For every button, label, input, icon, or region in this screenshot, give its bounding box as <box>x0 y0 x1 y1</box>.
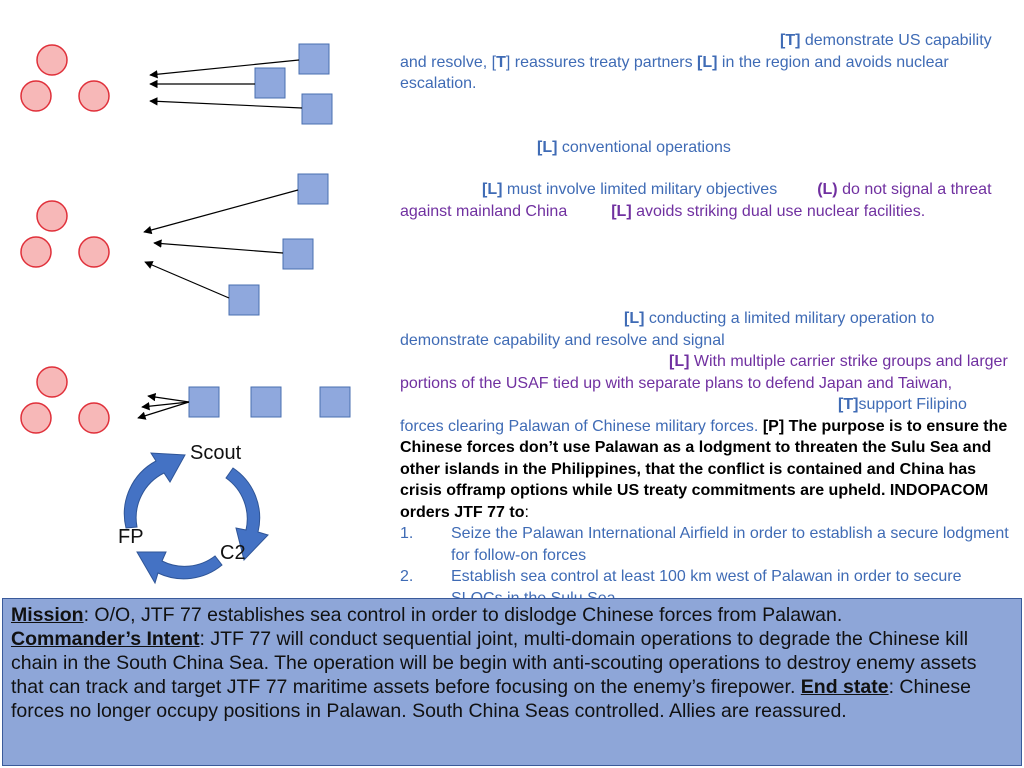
mission-text: : O/O, JTF 77 establishes sea control in… <box>83 604 843 626</box>
purpose-text: [P] The purpose is to ensure the Chinese… <box>400 417 1008 521</box>
cycle-arrow-bottom <box>136 551 223 585</box>
text-span: With multiple carrier strike groups and … <box>400 353 1008 392</box>
friendly-group-3 <box>188 386 351 418</box>
enemy-group-2 <box>20 200 110 268</box>
friendly-unit <box>282 238 314 270</box>
friendly-unit <box>254 67 286 99</box>
text-block-3: [L] must involve limited military object… <box>400 179 1012 222</box>
friendly-unit <box>228 284 260 316</box>
task-list: 1. Seize the Palawan International Airfie… <box>400 523 1012 598</box>
enemy-unit <box>20 402 52 434</box>
enemy-unit <box>20 236 52 268</box>
text-span: in the region and avoids nuclear escalat… <box>400 53 949 93</box>
kill-chain-cycle <box>123 452 269 585</box>
text-block-2: [L] conventional operations <box>400 137 1012 159</box>
tag-l: [L] <box>624 310 645 327</box>
arrows-group-1 <box>149 59 303 109</box>
text-span: demonstrate US capability and resolve, [ <box>400 32 992 71</box>
enemy-group-3 <box>20 366 110 434</box>
text-span: must involve limited military objectives <box>502 181 778 198</box>
friendly-unit <box>319 386 351 418</box>
end-state-text: : Chinese forces no longer occupy positi… <box>11 676 971 722</box>
force-diagram <box>20 43 351 585</box>
enemy-unit <box>78 80 110 112</box>
tag-l: [L] <box>482 181 503 198</box>
friendly-group-2 <box>228 173 329 316</box>
list-text: Establish sea control at least 100 km we… <box>451 568 962 598</box>
text-span: conventional operations <box>557 139 731 156</box>
tag-l: [L] <box>669 353 690 370</box>
mission-label: Mission <box>11 604 84 626</box>
enemy-group-1 <box>20 44 110 112</box>
cycle-label-c2: C2 <box>220 542 246 564</box>
tag-t: [T] <box>838 396 859 413</box>
text-block-4: [L] conducting a limited military operat… <box>400 308 1012 598</box>
friendly-unit <box>297 173 329 205</box>
list-number: 2. <box>400 568 414 585</box>
cycle-label-scout: Scout <box>190 442 242 464</box>
friendly-unit <box>250 386 282 418</box>
tag-l: [L] <box>697 53 718 71</box>
text-span: avoids striking dual use nuclear facilit… <box>631 202 926 220</box>
enemy-unit <box>20 80 52 112</box>
intent-text: : JTF 77 will conduct sequential joint, … <box>11 628 977 698</box>
tag-l: [L] <box>611 202 632 220</box>
text-span: support Filipino forces clearing Palawan… <box>400 396 967 435</box>
list-item: 2. Establish sea control at least 100 km … <box>400 566 1012 598</box>
friendly-unit <box>188 386 220 418</box>
text-span: do not signal a threat against mainland … <box>400 181 992 220</box>
list-item: 1. Seize the Palawan International Airfie… <box>400 523 1012 566</box>
text-span: ] reassures treaty partners <box>505 53 698 71</box>
text-span: : <box>524 503 529 521</box>
tag-l: (L) <box>817 181 838 198</box>
enemy-unit <box>36 44 68 76</box>
text-block-1: [T] demonstrate US capability and resolv… <box>400 30 1012 95</box>
enemy-unit <box>36 200 68 232</box>
friendly-group-1 <box>254 43 333 125</box>
tag-t: T <box>496 53 506 71</box>
tag-l: [L] <box>537 139 558 156</box>
text-span: conducting a limited military operation … <box>400 310 935 349</box>
mission-box: Mission: O/O, JTF 77 establishes sea con… <box>2 598 1022 766</box>
tag-t: [T] <box>780 32 801 49</box>
enemy-unit <box>78 402 110 434</box>
enemy-unit <box>78 236 110 268</box>
list-text: Seize the Palawan International Airfield… <box>451 525 1009 564</box>
intent-label: Commander’s Intent <box>11 628 200 650</box>
list-number: 1. <box>400 525 414 542</box>
end-state-label: End state <box>800 676 889 698</box>
cycle-arrow-left <box>123 452 186 529</box>
friendly-unit <box>298 43 330 75</box>
arrows-group-3 <box>137 392 190 420</box>
cycle-arrow-right <box>225 467 269 561</box>
friendly-unit <box>301 93 333 125</box>
cycle-label-fp: FP <box>118 526 144 548</box>
arrows-group-2 <box>143 189 299 299</box>
enemy-unit <box>36 366 68 398</box>
